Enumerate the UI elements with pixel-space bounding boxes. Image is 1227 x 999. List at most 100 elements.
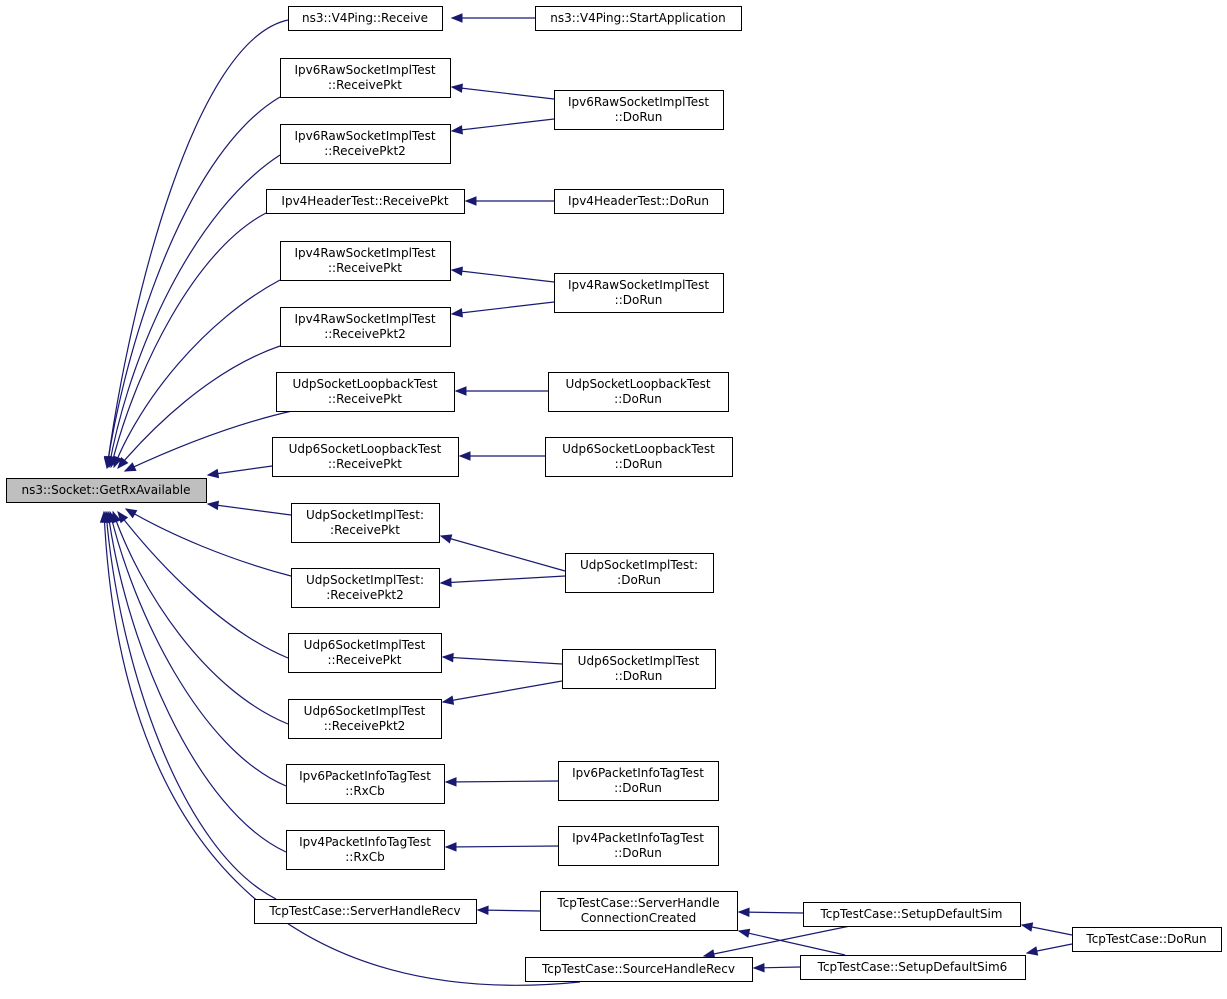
node-box[interactable] [800,955,1026,980]
arrow-head-icon [441,695,455,705]
node-box[interactable] [558,826,719,866]
node-box[interactable] [554,273,724,313]
graph-node-ipv6raw-rp2[interactable]: Ipv6RawSocketImplTest::ReceivePkt2 [280,124,451,164]
node-box[interactable] [545,437,733,477]
arrow-head-icon [439,577,452,588]
edge-udp6impl_rp-to-root [117,510,289,659]
node-box[interactable] [280,307,451,347]
node-box[interactable] [272,437,459,477]
node-label: Ipv4HeaderTest::ReceivePkt [281,194,448,208]
edge-tcp_sds6-to-tcp_shr_src [752,963,801,973]
node-box[interactable] [288,633,442,673]
graph-node-udp6impl-dorun[interactable]: Udp6SocketImplTest::DoRun [562,649,716,689]
edge-line [106,19,289,469]
graph-node-tcp-sds[interactable]: TcpTestCase::SetupDefaultSim [803,902,1021,927]
graph-node-tcp-sds6[interactable]: TcpTestCase::SetupDefaultSim6 [800,955,1026,980]
graph-node-udp6loop-dorun[interactable]: Udp6SocketLoopbackTest::DoRun [545,437,733,477]
node-box[interactable] [291,503,440,543]
node-box[interactable] [803,902,1021,927]
edge-line [442,656,563,665]
graph-node-ipv4pit-rxcb[interactable]: Ipv4PacketInfoTagTest::RxCb [286,830,445,870]
node-label: TcpTestCase::SetupDefaultSim6 [817,960,1008,974]
edge-udpimpl_dorun-to-udpimpl_rp [439,534,566,572]
node-box[interactable] [254,899,477,924]
edge-tcp_sds-to-tcp_shr_src [702,925,851,959]
node-box[interactable] [540,891,738,931]
edge-udpimpl_rp2-to-root [124,508,292,577]
node-box[interactable] [288,699,442,739]
node-box[interactable] [286,764,445,804]
node-label: UdpSocketImplTest: [580,558,698,572]
node-box[interactable] [280,241,451,281]
node-box[interactable] [535,6,742,31]
graph-node-tcp-dorun[interactable]: TcpTestCase::DoRun [1072,927,1222,952]
graph-node-ipv4raw-dorun[interactable]: Ipv4RawSocketImplTest::DoRun [554,273,724,313]
node-label: ConnectionCreated [581,911,696,925]
graph-node-udp6impl-rp[interactable]: Udp6SocketImplTest::ReceivePkt [288,633,442,673]
node-label: ::ReceivePkt [328,78,402,92]
edge-udploop_rp-to-root [123,410,293,472]
node-box[interactable] [276,372,455,412]
graph-node-tcp-shr-src[interactable]: TcpTestCase::SourceHandleRecv [525,957,753,982]
edge-line [207,465,273,476]
node-box[interactable] [554,90,724,130]
node-box[interactable] [548,372,729,412]
node-box[interactable] [525,957,753,982]
edge-ipv6raw_rp-to-root [103,96,281,469]
node-label: UdpSocketImplTest: [306,508,424,522]
graph-node-ipv6raw-rp[interactable]: Ipv6RawSocketImplTest::ReceivePkt [280,58,451,98]
node-box[interactable] [565,553,714,593]
graph-node-ipv4raw-rp[interactable]: Ipv4RawSocketImplTest::ReceivePkt [280,241,451,281]
graph-node-udpimpl-dorun[interactable]: UdpSocketImplTest::DoRun [565,553,714,593]
graph-node-ipv6pit-rxcb[interactable]: Ipv6PacketInfoTagTest::RxCb [286,764,445,804]
edge-udp6impl_dorun-to-udp6impl_rp [441,652,563,665]
graph-node-ipv6pit-dorun[interactable]: Ipv6PacketInfoTagTest::DoRun [558,761,719,801]
edge-tcp_shcc-to-tcp_shr [476,905,541,915]
node-label: Udp6SocketImplTest [304,704,426,718]
graph-node-ipv4pit-dorun[interactable]: Ipv4PacketInfoTagTest::DoRun [558,826,719,866]
graph-node-ipv4hdr-rp[interactable]: Ipv4HeaderTest::ReceivePkt [266,189,465,214]
graph-node-root[interactable]: ns3::Socket::GetRxAvailable [6,478,207,503]
graph-node-udp6impl-rp2[interactable]: Udp6SocketImplTest::ReceivePkt2 [288,699,442,739]
arrow-head-icon [450,308,463,318]
graph-node-udploop-rp[interactable]: UdpSocketLoopbackTest::ReceivePkt [276,372,455,412]
graph-node-udploop-dorun[interactable]: UdpSocketLoopbackTest::DoRun [548,372,729,412]
node-label: :DoRun [617,573,661,587]
graph-node-udpimpl-rp2[interactable]: UdpSocketImplTest::ReceivePkt2 [291,568,440,608]
edge-tcp_sds-to-tcp_shcc [737,907,804,917]
graph-node-ipv6raw-dorun[interactable]: Ipv6RawSocketImplTest::DoRun [554,90,724,130]
node-label: ::ReceivePkt2 [324,144,406,158]
graph-node-v4ping-receive[interactable]: ns3::V4Ping::Receive [288,6,443,31]
node-box[interactable] [558,761,719,801]
graph-node-udp6loop-rp[interactable]: Udp6SocketLoopbackTest::ReceivePkt [272,437,459,477]
edge-line [124,410,293,472]
edge-ipv4raw_dorun-to-ipv4raw_rp2 [450,301,555,318]
arrow-head-icon [117,456,129,470]
node-box[interactable] [266,189,465,214]
node-label: ::DoRun [615,110,663,124]
node-box[interactable] [562,649,716,689]
graph-node-tcp-shcc[interactable]: TcpTestCase::ServerHandleConnectionCreat… [540,891,738,931]
graph-node-v4ping-start[interactable]: ns3::V4Ping::StartApplication [535,6,742,31]
node-box[interactable] [288,6,443,31]
node-label: ::DoRun [615,293,663,307]
graph-node-ipv4raw-rp2[interactable]: Ipv4RawSocketImplTest::ReceivePkt2 [280,307,451,347]
node-box[interactable] [291,568,440,608]
node-box[interactable] [554,189,724,214]
node-box[interactable] [286,830,445,870]
node-label: ::DoRun [614,846,662,860]
node-box[interactable] [280,58,451,98]
edge-tcp_dorun-to-tcp_sds6 [1025,943,1073,956]
graph-node-ipv4hdr-dorun[interactable]: Ipv4HeaderTest::DoRun [554,189,724,214]
graph-node-udpimpl-rp[interactable]: UdpSocketImplTest::ReceivePkt [291,503,440,543]
node-box[interactable] [6,478,207,503]
node-box[interactable] [280,124,451,164]
edge-udp6loop_dorun-to-udp6loop_rp [458,451,545,461]
edge-tcp_shr_src-to-root [99,510,581,986]
graph-node-tcp-shr[interactable]: TcpTestCase::ServerHandleRecv [254,899,477,924]
edge-line [703,925,851,957]
edge-line [445,845,559,848]
edge-tcp_shr-to-root [102,510,277,900]
node-box[interactable] [1072,927,1222,952]
node-label: TcpTestCase::SourceHandleRecv [541,962,735,976]
